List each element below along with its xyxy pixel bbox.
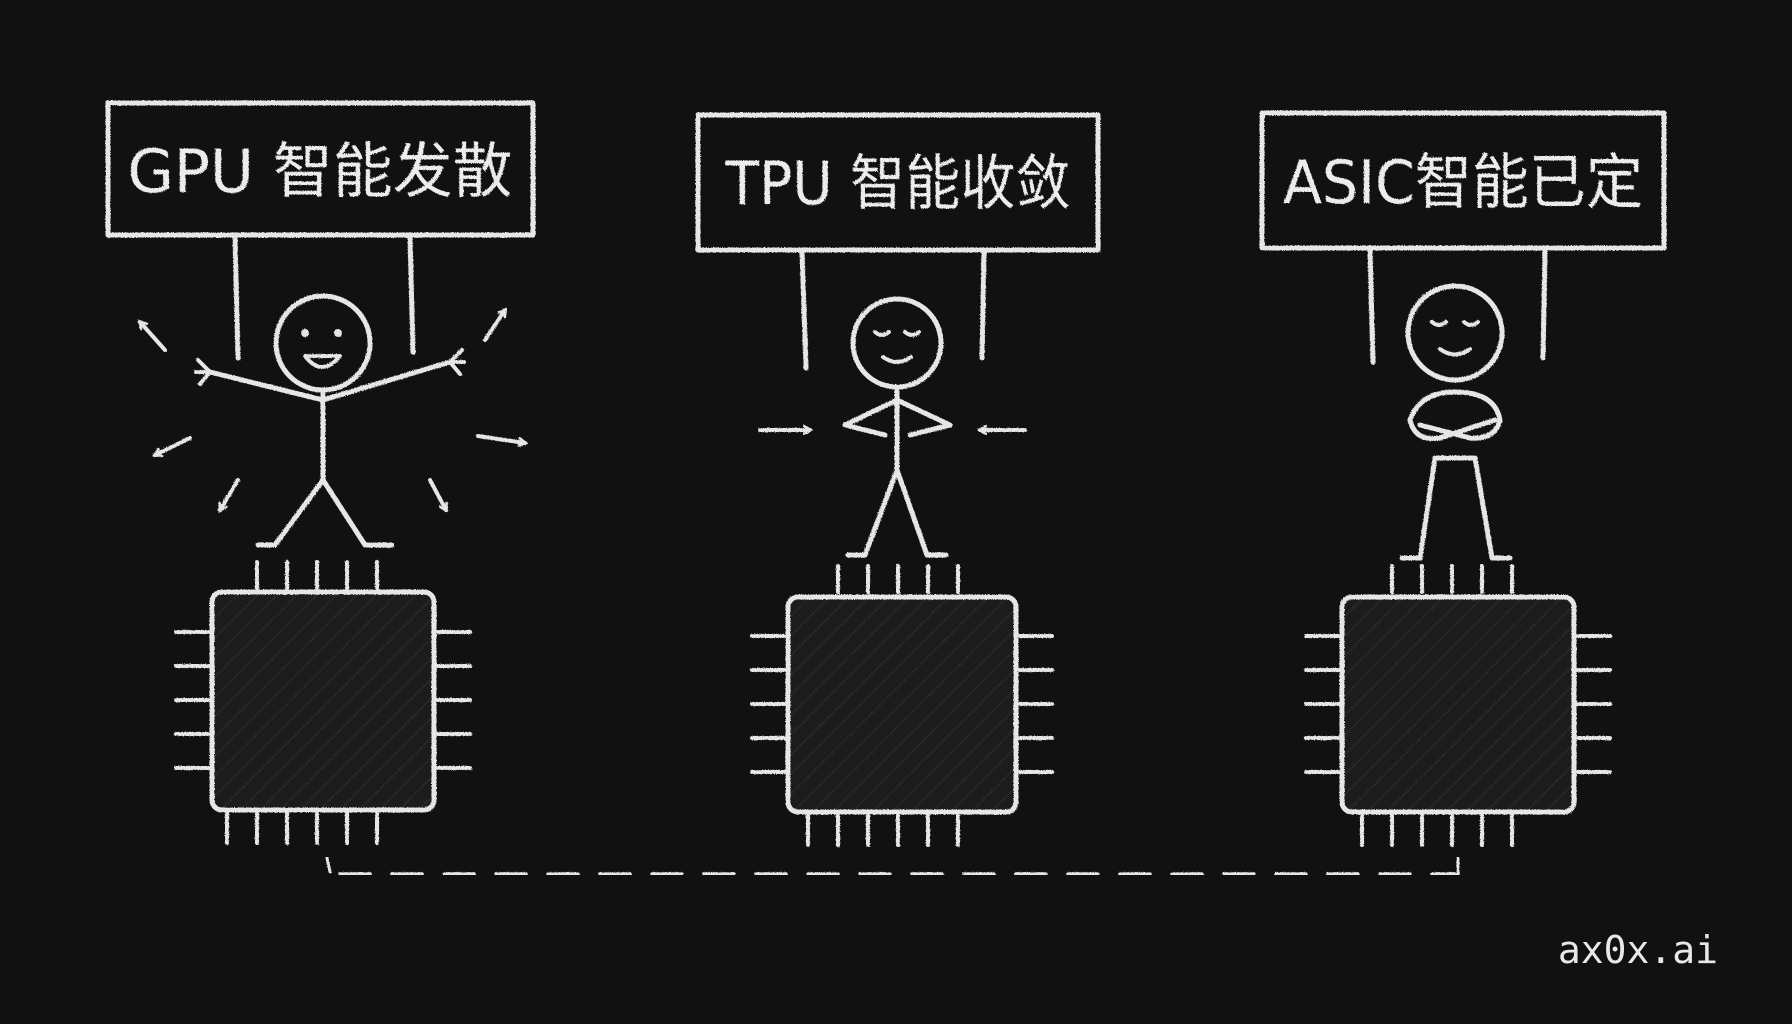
panel-asic: ASIC智能已定 bbox=[1259, 110, 1667, 847]
sign-label-gpu: GPU 智能发散 bbox=[128, 137, 513, 207]
sign-asic: ASIC智能已定 bbox=[1259, 110, 1667, 365]
chip-asic bbox=[1304, 564, 1612, 847]
sign-label-asic: ASIC智能已定 bbox=[1283, 148, 1643, 218]
chip-tpu bbox=[750, 564, 1054, 847]
watermark: ax0x.ai bbox=[1558, 928, 1718, 972]
stick-figure-asic bbox=[1399, 283, 1513, 561]
dashed-connector bbox=[325, 856, 1460, 876]
panel-gpu: GPU 智能发散 bbox=[105, 100, 536, 845]
divergent-arrows bbox=[140, 310, 525, 510]
stick-figure-tpu bbox=[842, 296, 953, 558]
panel-tpu: TPU 智能收敛 bbox=[695, 112, 1101, 847]
chip-gpu bbox=[174, 560, 472, 845]
sign-tpu: TPU 智能收敛 bbox=[695, 112, 1101, 371]
stick-figure-gpu bbox=[194, 293, 466, 548]
sign-label-tpu: TPU 智能收敛 bbox=[725, 149, 1071, 219]
sign-gpu: GPU 智能发散 bbox=[105, 100, 536, 361]
